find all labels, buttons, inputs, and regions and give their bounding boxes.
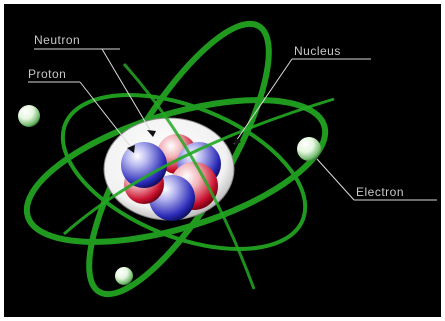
label-electron: Electron [356,185,404,199]
electron-sphere [297,137,321,161]
label-neutron: Neutron [34,33,80,47]
label-nucleus: Nucleus [294,44,341,58]
electron-sphere [115,267,133,285]
atom-diagram: Neutron Proton Nucleus Electron [4,4,441,317]
nucleus [104,118,234,221]
label-proton: Proton [28,67,66,81]
electron-sphere [18,105,40,127]
neutron-sphere [121,142,167,188]
